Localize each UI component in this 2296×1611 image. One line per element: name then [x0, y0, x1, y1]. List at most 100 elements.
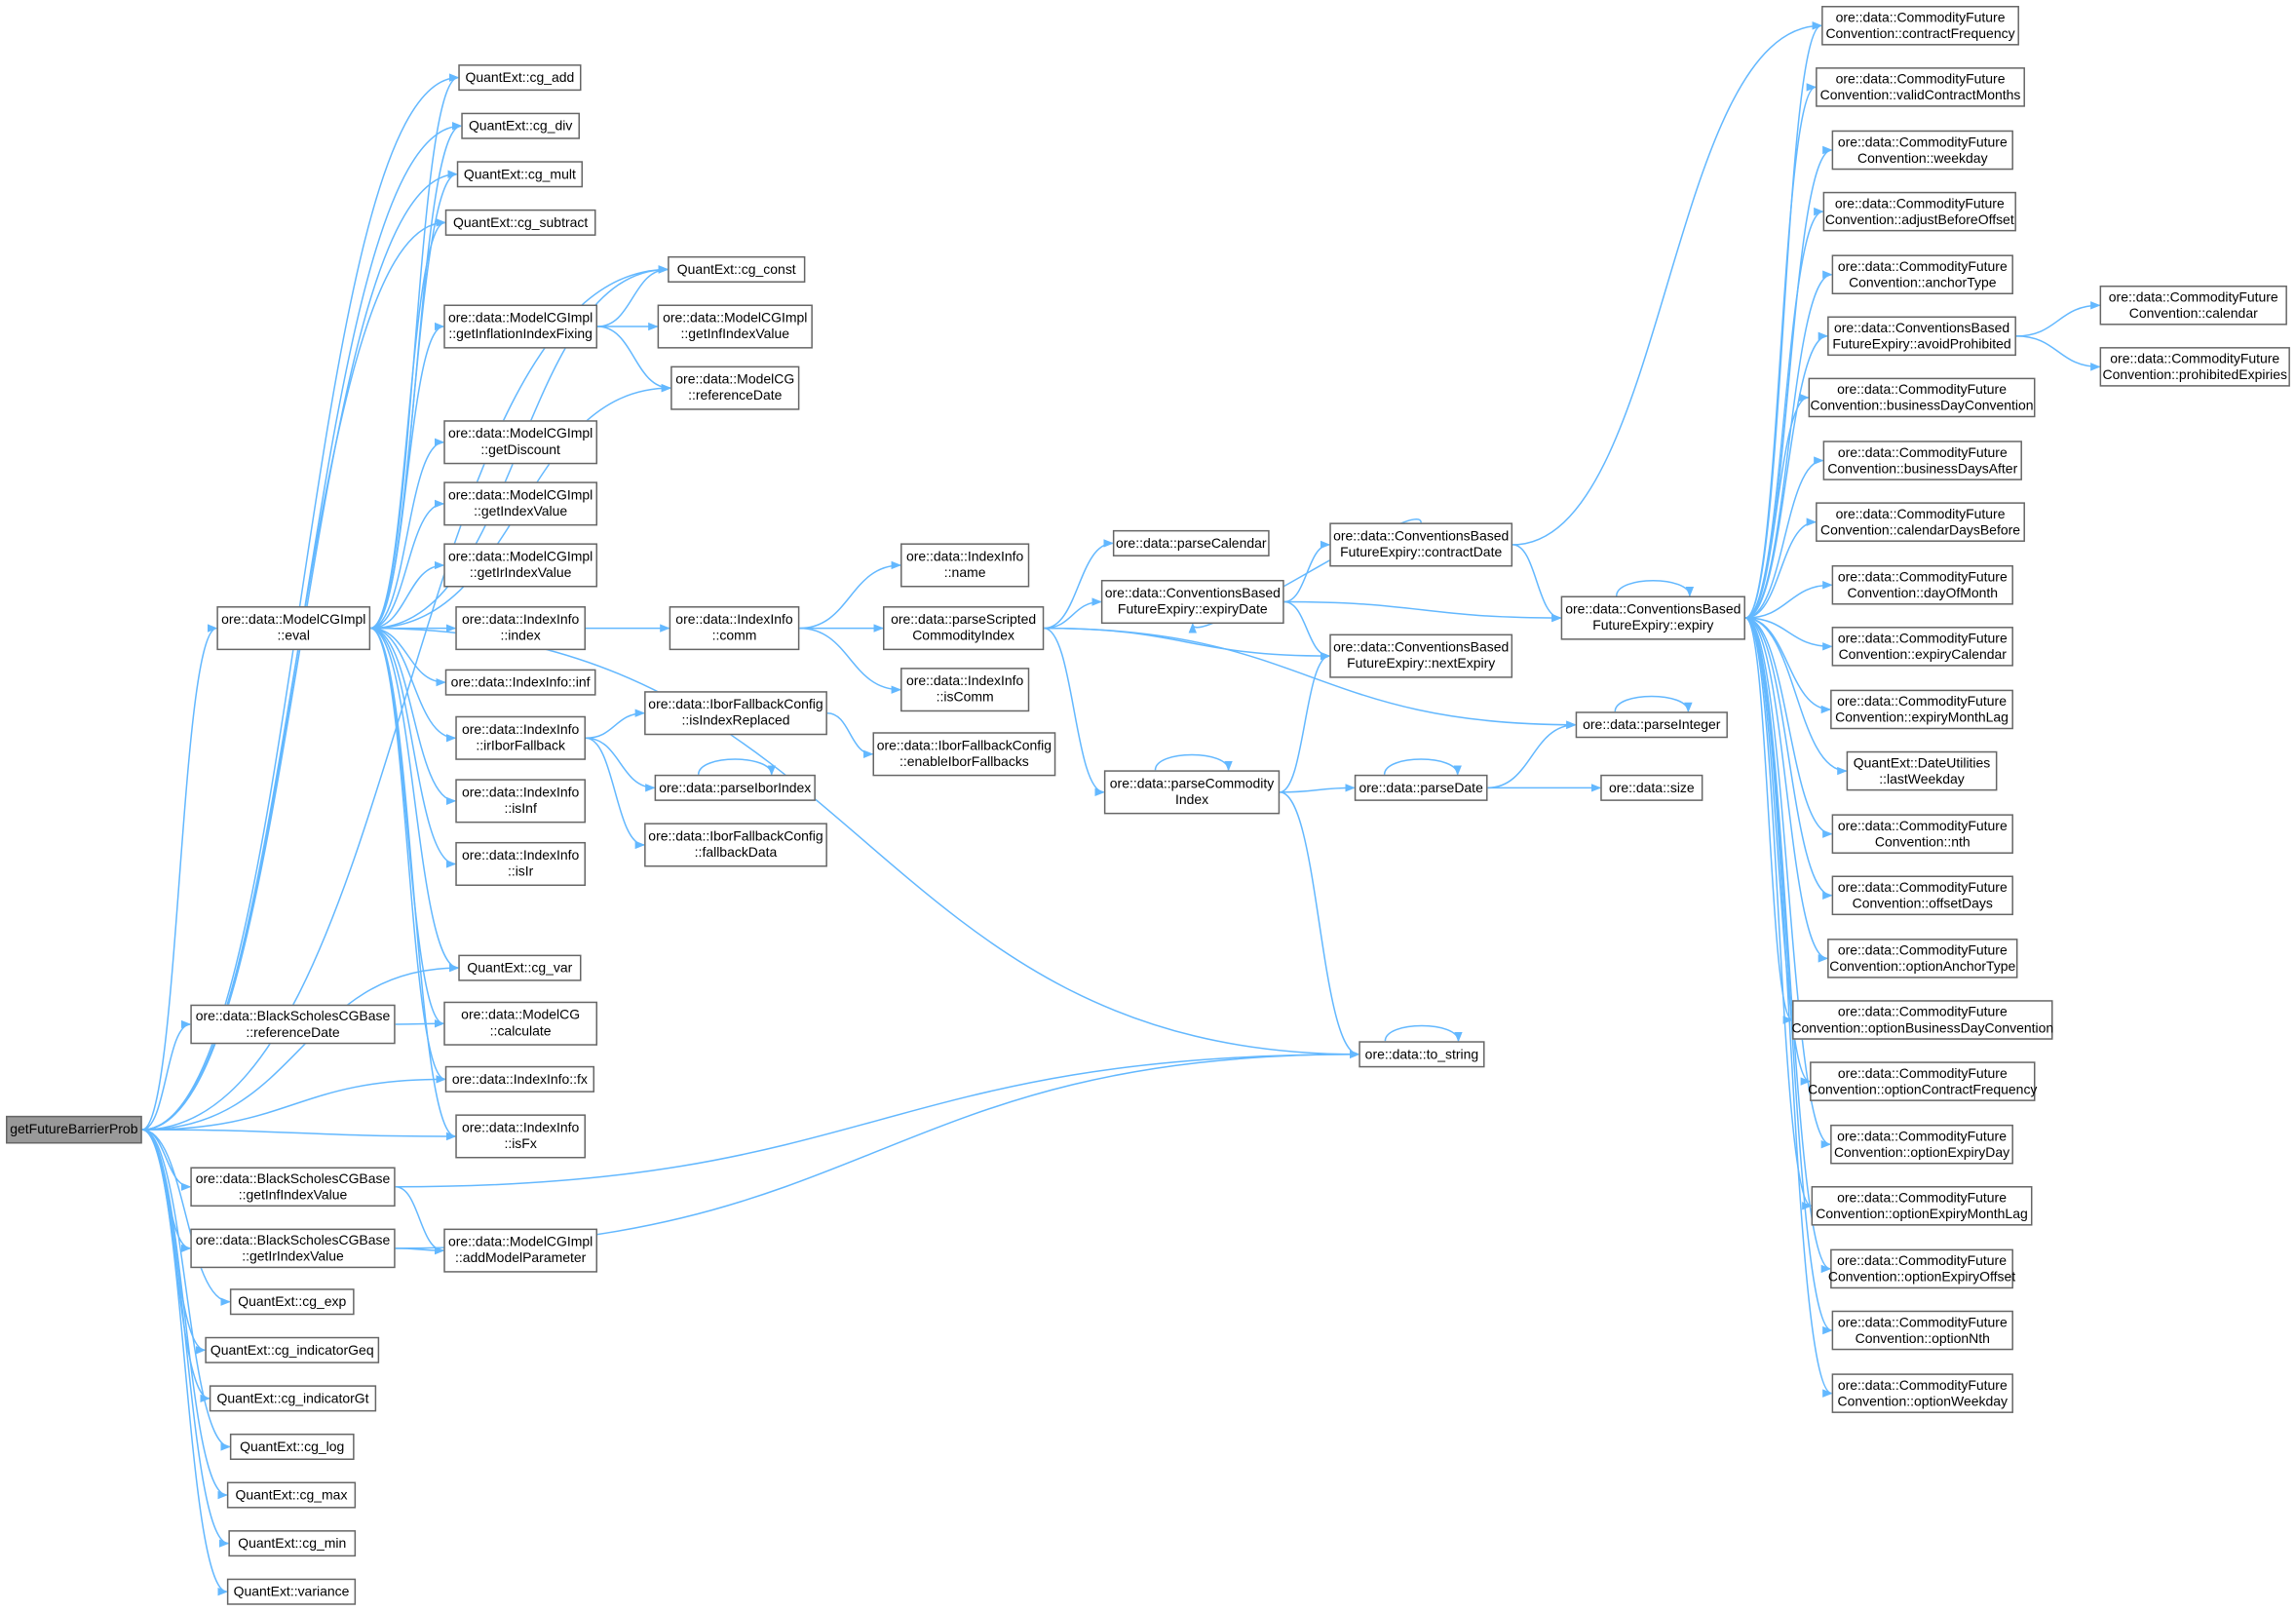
graph-node-variance[interactable]: QuantExt::variance	[226, 1578, 357, 1605]
graph-node-cg-add[interactable]: QuantExt::cg_add	[458, 64, 582, 92]
node-label-line: ::eval	[277, 628, 310, 643]
graph-node-ii-comm[interactable]: ore::data::IndexInfo::comm	[669, 606, 800, 651]
graph-node-cg-log[interactable]: QuantExt::cg_log	[229, 1433, 355, 1460]
graph-node-cg-max[interactable]: QuantExt::cg_max	[226, 1481, 357, 1509]
graph-node-calc[interactable]: ore::data::ModelCG::calculate	[443, 1001, 598, 1046]
graph-node-size[interactable]: ore::data::size	[1600, 774, 1703, 801]
node-label-line: Convention::optionWeekday	[1837, 1393, 2009, 1408]
node-label-line: Convention::contractFrequency	[1825, 25, 2015, 41]
call-edge	[1283, 600, 1562, 623]
graph-node-parse-cal[interactable]: ore::data::parseCalendar	[1112, 529, 1270, 556]
graph-node-infl-fix[interactable]: ore::data::ModelCGImpl::getInflationInde…	[443, 304, 598, 349]
graph-node-last-weekday[interactable]: QuantExt::DateUtilities::lastWeekday	[1846, 750, 1998, 791]
graph-node-ii-is-comm[interactable]: ore::data::IndexInfo::isComm	[900, 668, 1030, 712]
graph-node-cg-sub[interactable]: QuantExt::cg_subtract	[444, 209, 596, 236]
call-edge	[370, 627, 457, 743]
graph-node-ii-is-fx[interactable]: ore::data::IndexInfo::isFx	[455, 1114, 586, 1159]
graph-node-cg-min[interactable]: QuantExt::cg_min	[228, 1530, 357, 1557]
node-label-line: ore::data::ModelCGImpl	[447, 487, 593, 503]
graph-node-ii-ir-ibor[interactable]: ore::data::IndexInfo::irIborFallback	[455, 715, 586, 760]
graph-node-cg-geq[interactable]: QuantExt::cg_indicatorGeq	[205, 1336, 380, 1363]
node-label-line: QuantExt::cg_mult	[463, 166, 576, 181]
graph-node-ii-index[interactable]: ore::data::IndexInfo::index	[455, 606, 586, 651]
graph-node-cg-const[interactable]: QuantExt::cg_const	[668, 255, 806, 283]
call-edge	[141, 1129, 228, 1596]
node-label-line: QuantExt::cg_add	[465, 69, 575, 85]
graph-node-cg-mult[interactable]: QuantExt::cg_mult	[456, 161, 583, 188]
graph-node-get-idx[interactable]: ore::data::ModelCGImpl::getIndexValue	[443, 481, 598, 526]
graph-node-ii-fx[interactable]: ore::data::IndexInfo::fx	[444, 1065, 595, 1093]
graph-node-parse-ibor[interactable]: ore::data::parseIborIndex	[654, 774, 816, 801]
graph-node-eval[interactable]: ore::data::ModelCGImpl::eval	[216, 606, 371, 651]
graph-node-parse-date[interactable]: ore::data::parseDate	[1354, 774, 1488, 801]
node-label-line: ore::data::to_string	[1364, 1046, 1479, 1061]
graph-node-ii-inf[interactable]: ore::data::IndexInfo::inf	[444, 669, 596, 696]
graph-node-fallback-data[interactable]: ore::data::IborFallbackConfig::fallbackD…	[644, 823, 827, 867]
graph-node-parse-int[interactable]: ore::data::parseInteger	[1575, 711, 1728, 739]
graph-node-bs-ref-date[interactable]: ore::data::BlackScholesCGBase::reference…	[190, 1004, 396, 1045]
graph-node-ii-name[interactable]: ore::data::IndexInfo::name	[900, 543, 1030, 588]
graph-node-cg-gt[interactable]: QuantExt::cg_indicatorGt	[209, 1385, 377, 1412]
graph-node-get-disc[interactable]: ore::data::ModelCGImpl::getDiscount	[443, 420, 598, 465]
graph-node-cg-var[interactable]: QuantExt::cg_var	[458, 954, 582, 981]
node-label-line: ore::data::parseIborIndex	[659, 780, 812, 795]
graph-node-get-ir-idx[interactable]: ore::data::ModelCGImpl::getIrIndexValue	[443, 543, 598, 588]
graph-node-to-string[interactable]: ore::data::to_string	[1358, 1041, 1485, 1068]
node-label-line: QuantExt::cg_exp	[238, 1293, 347, 1309]
call-edge	[585, 737, 656, 792]
graph-node-cg-exp[interactable]: QuantExt::cg_exp	[229, 1288, 355, 1316]
graph-node-bs-ir[interactable]: ore::data::BlackScholesCGBase::getIrInde…	[190, 1228, 396, 1269]
graph-node-ii-is-inf[interactable]: ore::data::IndexInfo::isInf	[455, 779, 586, 824]
graph-node-is-idx-repl[interactable]: ore::data::IborFallbackConfig::isIndexRe…	[644, 691, 827, 736]
node-label-line: ::isFx	[504, 1135, 537, 1151]
node-label-line: QuantExt::cg_indicatorGt	[216, 1390, 369, 1405]
node-label-line: Convention::businessDaysAfter	[1827, 460, 2018, 476]
node-label-line: ore::data::IborFallbackConfig	[876, 738, 1052, 753]
graph-node-bs-inf[interactable]: ore::data::BlackScholesCGBase::getInfInd…	[190, 1167, 396, 1208]
graph-node-get-inf-idx[interactable]: ore::data::ModelCGImpl::getInfIndexValue	[657, 304, 813, 349]
node-label-line: ore::data::ConventionsBased	[1333, 639, 1510, 655]
call-edge	[370, 499, 445, 630]
node-label-line: QuantExt::cg_log	[240, 1438, 345, 1454]
graph-node-enable-ibor[interactable]: ore::data::IborFallbackConfig::enableIbo…	[872, 732, 1056, 777]
graph-node-root[interactable]: getFutureBarrierProb	[6, 1115, 142, 1144]
node-label-line: FutureExpiry::contractDate	[1340, 544, 1503, 559]
call-edge	[141, 1129, 457, 1141]
graph-node-add-param[interactable]: ore::data::ModelCGImpl::addModelParamete…	[443, 1228, 598, 1273]
graph-node-ii-is-ir[interactable]: ore::data::IndexInfo::isIr	[455, 841, 586, 887]
graph-node-mcg-ref-date[interactable]: ore::data::ModelCG::referenceDate	[670, 365, 800, 410]
call-edge	[370, 627, 457, 806]
call-edge	[1744, 617, 1833, 900]
graph-node-cg-div[interactable]: QuantExt::cg_div	[461, 112, 580, 139]
